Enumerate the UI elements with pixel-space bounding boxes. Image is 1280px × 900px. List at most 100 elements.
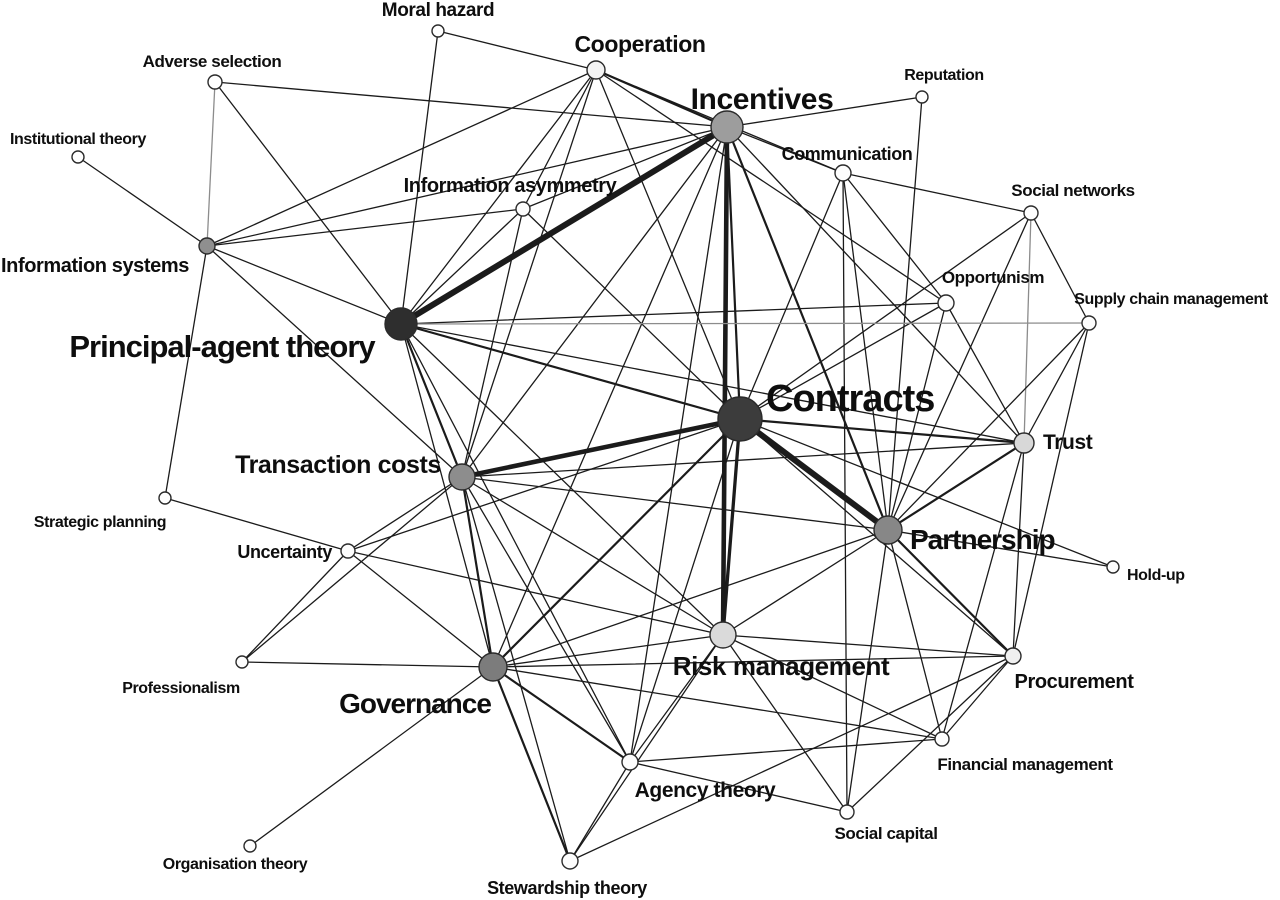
edge-gv-pc <box>492 655 1014 668</box>
edge-rm-ag <box>629 634 724 763</box>
edge-ia-ct <box>522 208 741 420</box>
edge-sm-pc <box>1012 322 1090 657</box>
edge-in-pt <box>725 125 890 532</box>
label-mh: Moral hazard <box>382 0 494 21</box>
edge-in-cm <box>726 126 844 174</box>
edge-op-tr <box>945 302 1025 444</box>
node-gv <box>478 652 508 682</box>
node-mh <box>431 24 445 38</box>
edge-in-rm <box>720 124 730 638</box>
node-sn <box>1023 205 1039 221</box>
edge-ct-tc <box>459 416 743 480</box>
edge-tc-st <box>461 476 571 862</box>
edge-is-ia <box>206 208 524 247</box>
node-pc <box>1004 647 1022 665</box>
edge-ag-fm <box>629 738 943 763</box>
node-re <box>915 90 929 104</box>
node-pt <box>873 515 903 545</box>
edge-sm-tr <box>1023 322 1090 444</box>
edge-as-pa <box>214 81 402 325</box>
edge-pc-fm <box>941 655 1014 740</box>
edge-is-co <box>206 69 597 247</box>
edge-rm-fm <box>722 634 943 740</box>
label-sn: Social networks <box>1011 181 1134 200</box>
edge-op-pt <box>887 302 947 531</box>
edge-pf-gv <box>241 661 494 668</box>
label-pt: Partnership <box>910 524 1055 555</box>
node-op <box>937 294 955 312</box>
label-pc: Procurement <box>1015 671 1135 693</box>
edge-pa-ag <box>400 323 631 763</box>
edge-sn-sm <box>1030 212 1090 324</box>
edge-pa-gv <box>400 323 494 668</box>
label-st: Stewardship theory <box>487 878 647 898</box>
label-sm: Supply chain management <box>1074 291 1269 308</box>
label-ot: Organisation theory <box>163 856 308 873</box>
label-cm: Communication <box>782 144 913 164</box>
edge-tr-tc <box>461 442 1025 478</box>
edge-tc-pt <box>461 476 889 531</box>
edge-in-tr <box>726 126 1025 444</box>
edge-ag-sc <box>629 761 848 813</box>
node-is <box>198 237 216 255</box>
edge-gv-st <box>491 665 572 863</box>
edge-un-gv <box>347 550 494 668</box>
edge-pa-ct <box>399 322 742 421</box>
edge-as-is <box>206 81 216 247</box>
edge-gv-rm <box>492 634 724 668</box>
edge-un-rm <box>347 550 724 636</box>
label-it: Institutional theory <box>10 131 147 148</box>
edge-tc-pf <box>241 476 463 663</box>
edge-is-in <box>206 126 728 247</box>
edge-rm-st <box>569 634 724 862</box>
label-is: Information systems <box>1 255 189 277</box>
node-it <box>71 150 85 164</box>
edge-un-pf <box>241 550 349 663</box>
edge-ct-hu <box>739 418 1114 568</box>
edge-ct-rm <box>721 417 742 637</box>
node-rm <box>709 621 737 649</box>
edge-it-is <box>77 156 208 247</box>
edge-co-op <box>595 69 947 304</box>
edge-co-ia <box>522 69 597 210</box>
edge-as-in <box>214 81 728 128</box>
edge-cm-sc <box>842 172 848 813</box>
edge-pa-tr <box>400 323 1025 444</box>
label-hu: Hold-up <box>1127 567 1185 584</box>
label-ct: Contracts <box>766 378 934 420</box>
edge-sn-tr <box>1023 212 1032 444</box>
edge-pt-rm <box>722 529 889 636</box>
edge-op-pa <box>400 302 947 325</box>
node-pf <box>235 655 249 669</box>
nodes-layer <box>71 24 1120 870</box>
edge-pa-tc <box>399 322 464 479</box>
edge-tr-pt <box>886 441 1026 532</box>
edge-in-re <box>726 96 923 128</box>
edge-co-ct <box>595 69 741 420</box>
edge-sm-pa <box>400 322 1090 325</box>
edge-ct-un <box>347 418 741 552</box>
edge-tc-gv <box>460 475 495 669</box>
label-sc: Social capital <box>834 824 937 843</box>
node-pa <box>384 307 418 341</box>
edge-co-tc <box>461 69 597 478</box>
node-in <box>710 110 744 144</box>
edge-sm-pt <box>887 322 1090 531</box>
edge-pc-sc <box>846 655 1014 813</box>
edge-mh-co <box>437 30 597 71</box>
edge-ct-gv <box>491 417 742 669</box>
edge-is-sp <box>164 245 208 499</box>
edge-gv-ot <box>249 666 494 847</box>
edge-pt-hu <box>887 529 1114 568</box>
edge-cm-sn <box>842 172 1032 214</box>
edge-is-tc <box>206 245 463 478</box>
edge-tr-pc <box>1012 442 1025 657</box>
edge-tc-ag <box>461 476 631 763</box>
edge-ct-ag <box>629 418 741 763</box>
label-as: Adverse selection <box>143 52 282 71</box>
edge-sn-ct <box>739 212 1032 420</box>
edge-pt-gv <box>492 529 889 668</box>
edges-layer <box>77 30 1114 863</box>
